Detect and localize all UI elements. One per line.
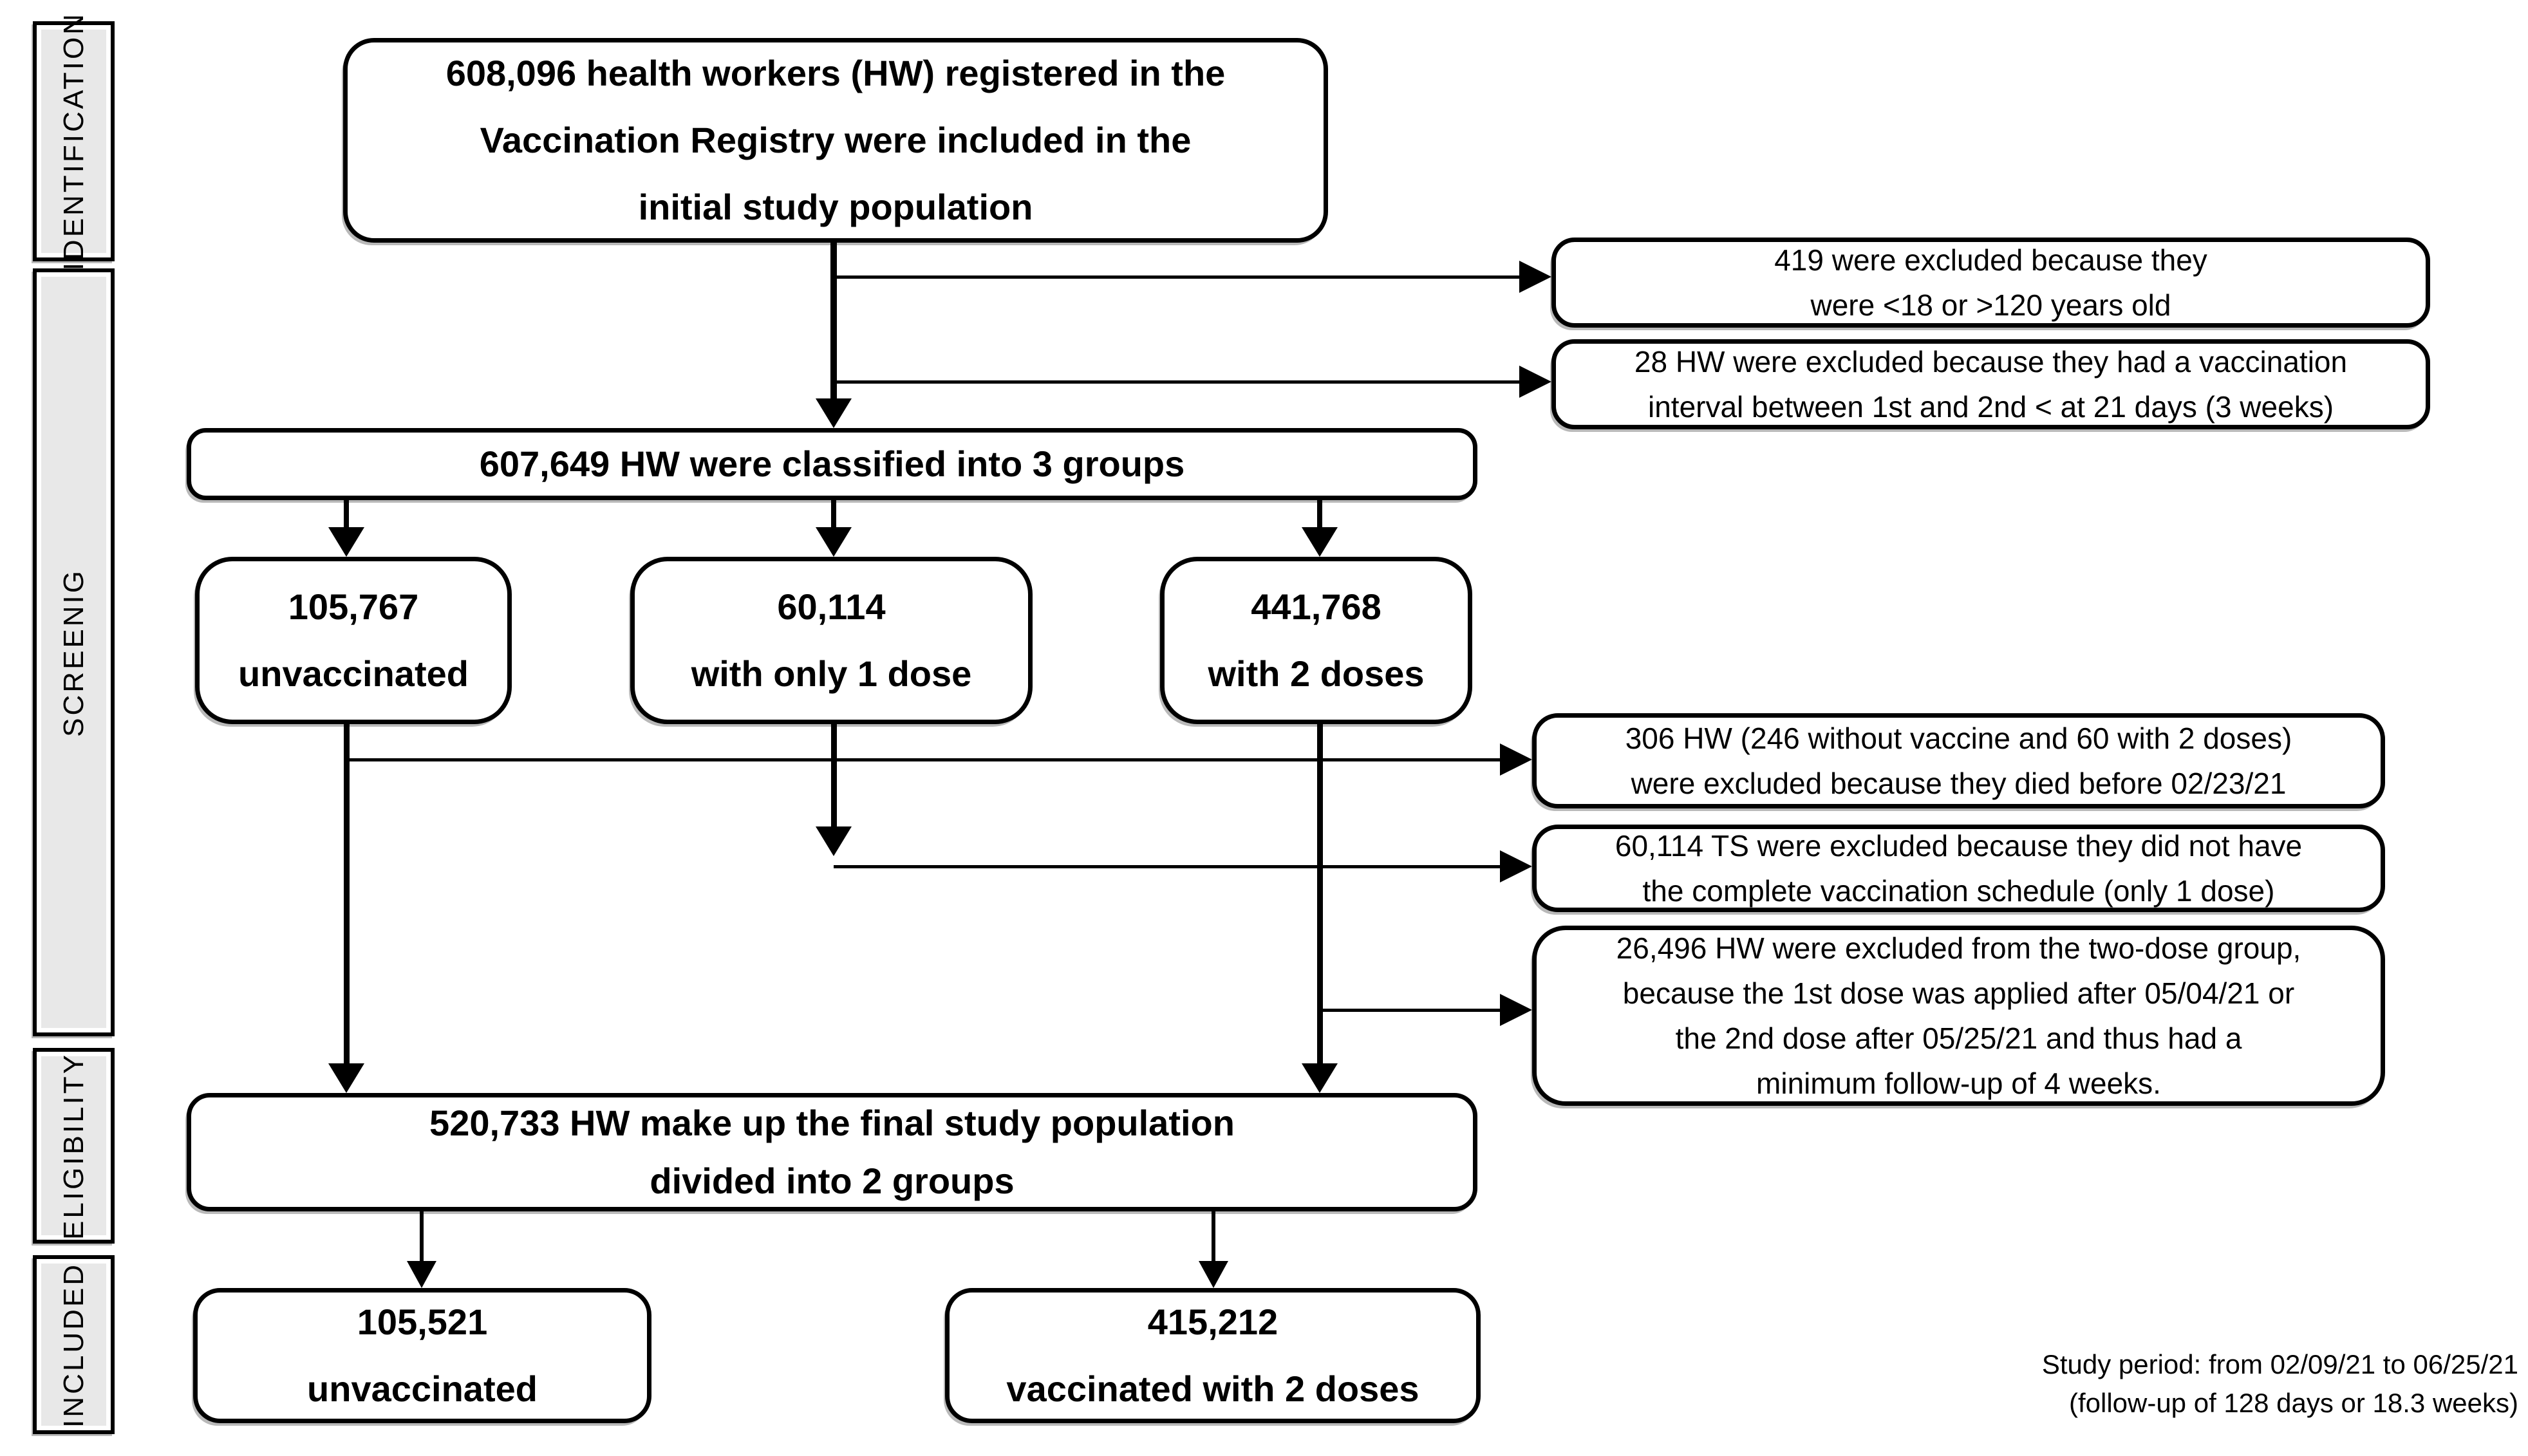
- arrowhead-to-exclusion-died: [1500, 743, 1532, 776]
- connector-final-to-included2: [1212, 1211, 1215, 1262]
- arrowhead-to-exclusion-interval: [1519, 366, 1551, 398]
- stage-eligibility: ELIGIBILITY: [33, 1048, 115, 1244]
- arrowhead-final-to-included1: [407, 1261, 436, 1288]
- connector-to-exclusion-incomplete: [834, 865, 1501, 868]
- connector-to-exclusion-late-doses: [1321, 1009, 1501, 1012]
- connector-final-to-included1: [420, 1211, 424, 1262]
- arrowhead-classified-to-group2: [816, 527, 852, 557]
- connector-group3-to-final: [1317, 724, 1323, 1066]
- exclusion-late-doses: 26,496 HW were excluded from the two-dos…: [1532, 926, 2385, 1106]
- connector-to-exclusion-age: [834, 275, 1521, 279]
- arrowhead-initial-to-classified: [816, 398, 852, 428]
- exclusion-interval: 28 HW were excluded because they had a v…: [1551, 339, 2430, 429]
- stage-screening-label: SCREENIG: [57, 568, 89, 737]
- stage-eligibility-label: ELIGIBILITY: [57, 1052, 89, 1240]
- arrowhead-to-exclusion-age: [1519, 261, 1551, 293]
- stage-included: INCLUDED: [33, 1255, 115, 1434]
- connector-initial-to-classified: [830, 243, 837, 402]
- stage-identification: IDENTIFICATION: [33, 12, 115, 271]
- exclusion-died: 306 HW (246 without vaccine and 60 with …: [1532, 713, 2385, 808]
- arrowhead-final-to-included2: [1199, 1261, 1228, 1288]
- stage-screening: SCREENIG: [33, 268, 115, 1036]
- stage-included-label: INCLUDED: [57, 1262, 89, 1428]
- exclusion-incomplete-schedule: 60,114 TS were excluded because they did…: [1532, 825, 2385, 912]
- node-group-two-doses: 441,768 with 2 doses: [1160, 557, 1472, 724]
- node-initial-population: 608,096 health workers (HW) registered i…: [343, 38, 1328, 243]
- arrowhead-classified-to-group3: [1302, 527, 1338, 557]
- node-included-vaccinated: 415,212 vaccinated with 2 doses: [945, 1288, 1481, 1423]
- arrowhead-classified-to-group1: [328, 527, 364, 557]
- node-final-population: 520,733 HW make up the final study popul…: [187, 1093, 1477, 1211]
- connector-group1-to-final: [344, 724, 350, 1066]
- arrowhead-to-exclusion-incomplete: [1500, 850, 1532, 882]
- node-classified-groups: 607,649 HW were classified into 3 groups: [187, 428, 1477, 500]
- connector-group2-down: [831, 724, 837, 829]
- arrowhead-group3-to-final: [1302, 1063, 1338, 1093]
- arrowhead-to-exclusion-late-doses: [1500, 994, 1532, 1026]
- stage-identification-label: IDENTIFICATION: [57, 12, 89, 271]
- arrowhead-group2-down: [816, 826, 852, 856]
- node-group-unvaccinated: 105,767 unvaccinated: [195, 557, 512, 724]
- connector-to-exclusion-died: [348, 758, 1501, 761]
- node-group-one-dose: 60,114 with only 1 dose: [630, 557, 1033, 724]
- connector-to-exclusion-interval: [834, 380, 1521, 384]
- connector-classified-to-group1: [344, 500, 349, 531]
- node-included-unvaccinated: 105,521 unvaccinated: [193, 1288, 651, 1423]
- arrowhead-group1-to-final: [328, 1063, 364, 1093]
- exclusion-age: 419 were excluded because they were <18 …: [1551, 238, 2430, 328]
- connector-classified-to-group3: [1317, 500, 1322, 531]
- connector-classified-to-group2: [831, 500, 836, 531]
- study-period-note: Study period: from 02/09/21 to 06/25/21 …: [2041, 1349, 2518, 1418]
